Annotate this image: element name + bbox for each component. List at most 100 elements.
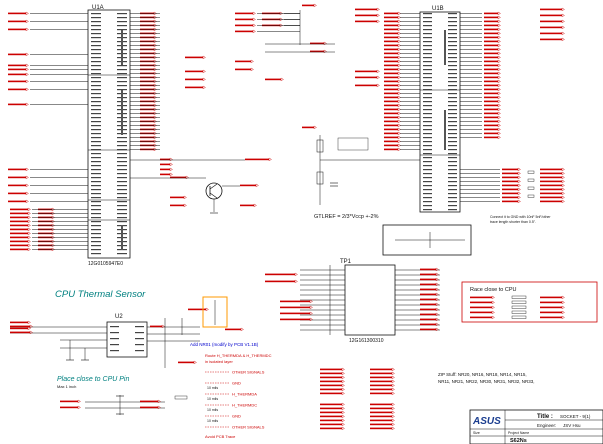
pin-label xyxy=(91,157,101,159)
net-label xyxy=(484,15,501,20)
pin-label xyxy=(423,97,432,99)
route-note: Route H_THERMDA & H_THERMDC in isolated … xyxy=(205,353,272,439)
net-label xyxy=(540,300,565,305)
pin-label xyxy=(448,109,457,111)
net-label xyxy=(540,183,565,188)
pin-label xyxy=(117,213,127,215)
pin-label xyxy=(117,165,127,167)
pin-label xyxy=(91,209,101,211)
net-label xyxy=(320,422,345,427)
pin-label xyxy=(423,61,432,63)
pin-label xyxy=(448,13,457,15)
net-label xyxy=(384,39,401,44)
net-label xyxy=(235,23,256,28)
net-label xyxy=(370,406,395,411)
pin-label xyxy=(117,77,127,79)
pin-label xyxy=(117,253,127,255)
pin-label xyxy=(448,73,457,75)
net-label xyxy=(384,91,401,96)
rework-note: Add NR01 (modify by PCB V1.1B) xyxy=(190,342,259,347)
net-label xyxy=(160,167,173,172)
net-label xyxy=(384,67,401,72)
net-label xyxy=(420,282,439,287)
net-label xyxy=(540,195,565,200)
net-label xyxy=(8,52,29,57)
pin-label xyxy=(423,69,432,71)
pin-label xyxy=(448,93,457,95)
pin-label xyxy=(91,189,101,191)
net-label xyxy=(10,239,31,244)
pin-label xyxy=(135,338,144,340)
net-label xyxy=(8,191,29,196)
pin-label xyxy=(91,73,101,75)
pin-label xyxy=(117,73,127,75)
pin-label xyxy=(117,173,127,175)
pin-label xyxy=(91,77,101,79)
net-label xyxy=(10,223,31,228)
net-label xyxy=(384,47,401,52)
net-label xyxy=(320,367,345,372)
net-label xyxy=(60,405,81,410)
pin-label xyxy=(91,173,101,175)
net-label xyxy=(540,25,565,30)
net-label xyxy=(420,272,439,277)
u1b-label: U1B xyxy=(432,6,444,12)
net-label xyxy=(420,267,439,272)
layer-label: GND xyxy=(232,414,241,419)
net-label xyxy=(502,199,521,204)
net-label xyxy=(540,7,565,12)
net-label xyxy=(502,175,521,180)
net-label xyxy=(502,183,521,188)
pin-label xyxy=(448,45,457,47)
pin-label xyxy=(423,109,432,111)
net-label xyxy=(384,11,401,16)
net-label xyxy=(370,402,395,407)
net-label xyxy=(384,51,401,56)
pin-label xyxy=(448,153,457,155)
net-label xyxy=(8,102,29,107)
net-label xyxy=(370,371,395,376)
net-label xyxy=(10,207,31,212)
svg-text:Connect it to GND with 10nF 5n: Connect it to GND with 10nF 5nF/other xyxy=(490,215,551,219)
net-label xyxy=(235,17,256,22)
net-label xyxy=(484,111,501,116)
net-label xyxy=(265,77,284,82)
pin-label xyxy=(117,13,127,15)
pin-label xyxy=(448,113,457,115)
u2-block: U2 xyxy=(10,300,244,368)
pin-label xyxy=(448,65,457,67)
pin-label xyxy=(117,89,127,91)
net-label xyxy=(540,199,565,204)
pin-label xyxy=(448,125,457,127)
net-label xyxy=(484,127,501,132)
net-label xyxy=(60,399,81,404)
net-label xyxy=(502,187,521,192)
pin-label xyxy=(423,145,432,147)
net-label xyxy=(265,279,298,284)
net-label xyxy=(245,157,272,162)
pin-label xyxy=(423,177,432,179)
layer-label: OTHER SIGNALS xyxy=(232,425,265,430)
pin-label xyxy=(423,181,432,183)
project-value: S62Ns xyxy=(510,438,527,444)
net-label xyxy=(470,300,495,305)
spacing-label: 10 mils xyxy=(207,419,218,423)
pin-label xyxy=(117,177,127,179)
pin-label xyxy=(423,73,432,75)
net-label xyxy=(384,15,401,20)
thermal-heading: CPU Thermal Sensor xyxy=(55,289,146,300)
net-label xyxy=(540,171,565,176)
net-label xyxy=(384,115,401,120)
net-label xyxy=(384,43,401,48)
pin-label xyxy=(448,17,457,19)
net-label xyxy=(370,414,395,419)
thermal-transistor xyxy=(205,182,223,214)
pin-label xyxy=(91,101,101,103)
net-label xyxy=(370,387,395,392)
pin-label xyxy=(423,205,432,207)
net-label xyxy=(320,406,345,411)
gtlref-divider: GTLREF = 2/3*Vccp +-2% xyxy=(314,135,420,220)
pin-label xyxy=(423,45,432,47)
net-label xyxy=(540,167,565,172)
net-label xyxy=(540,191,565,196)
